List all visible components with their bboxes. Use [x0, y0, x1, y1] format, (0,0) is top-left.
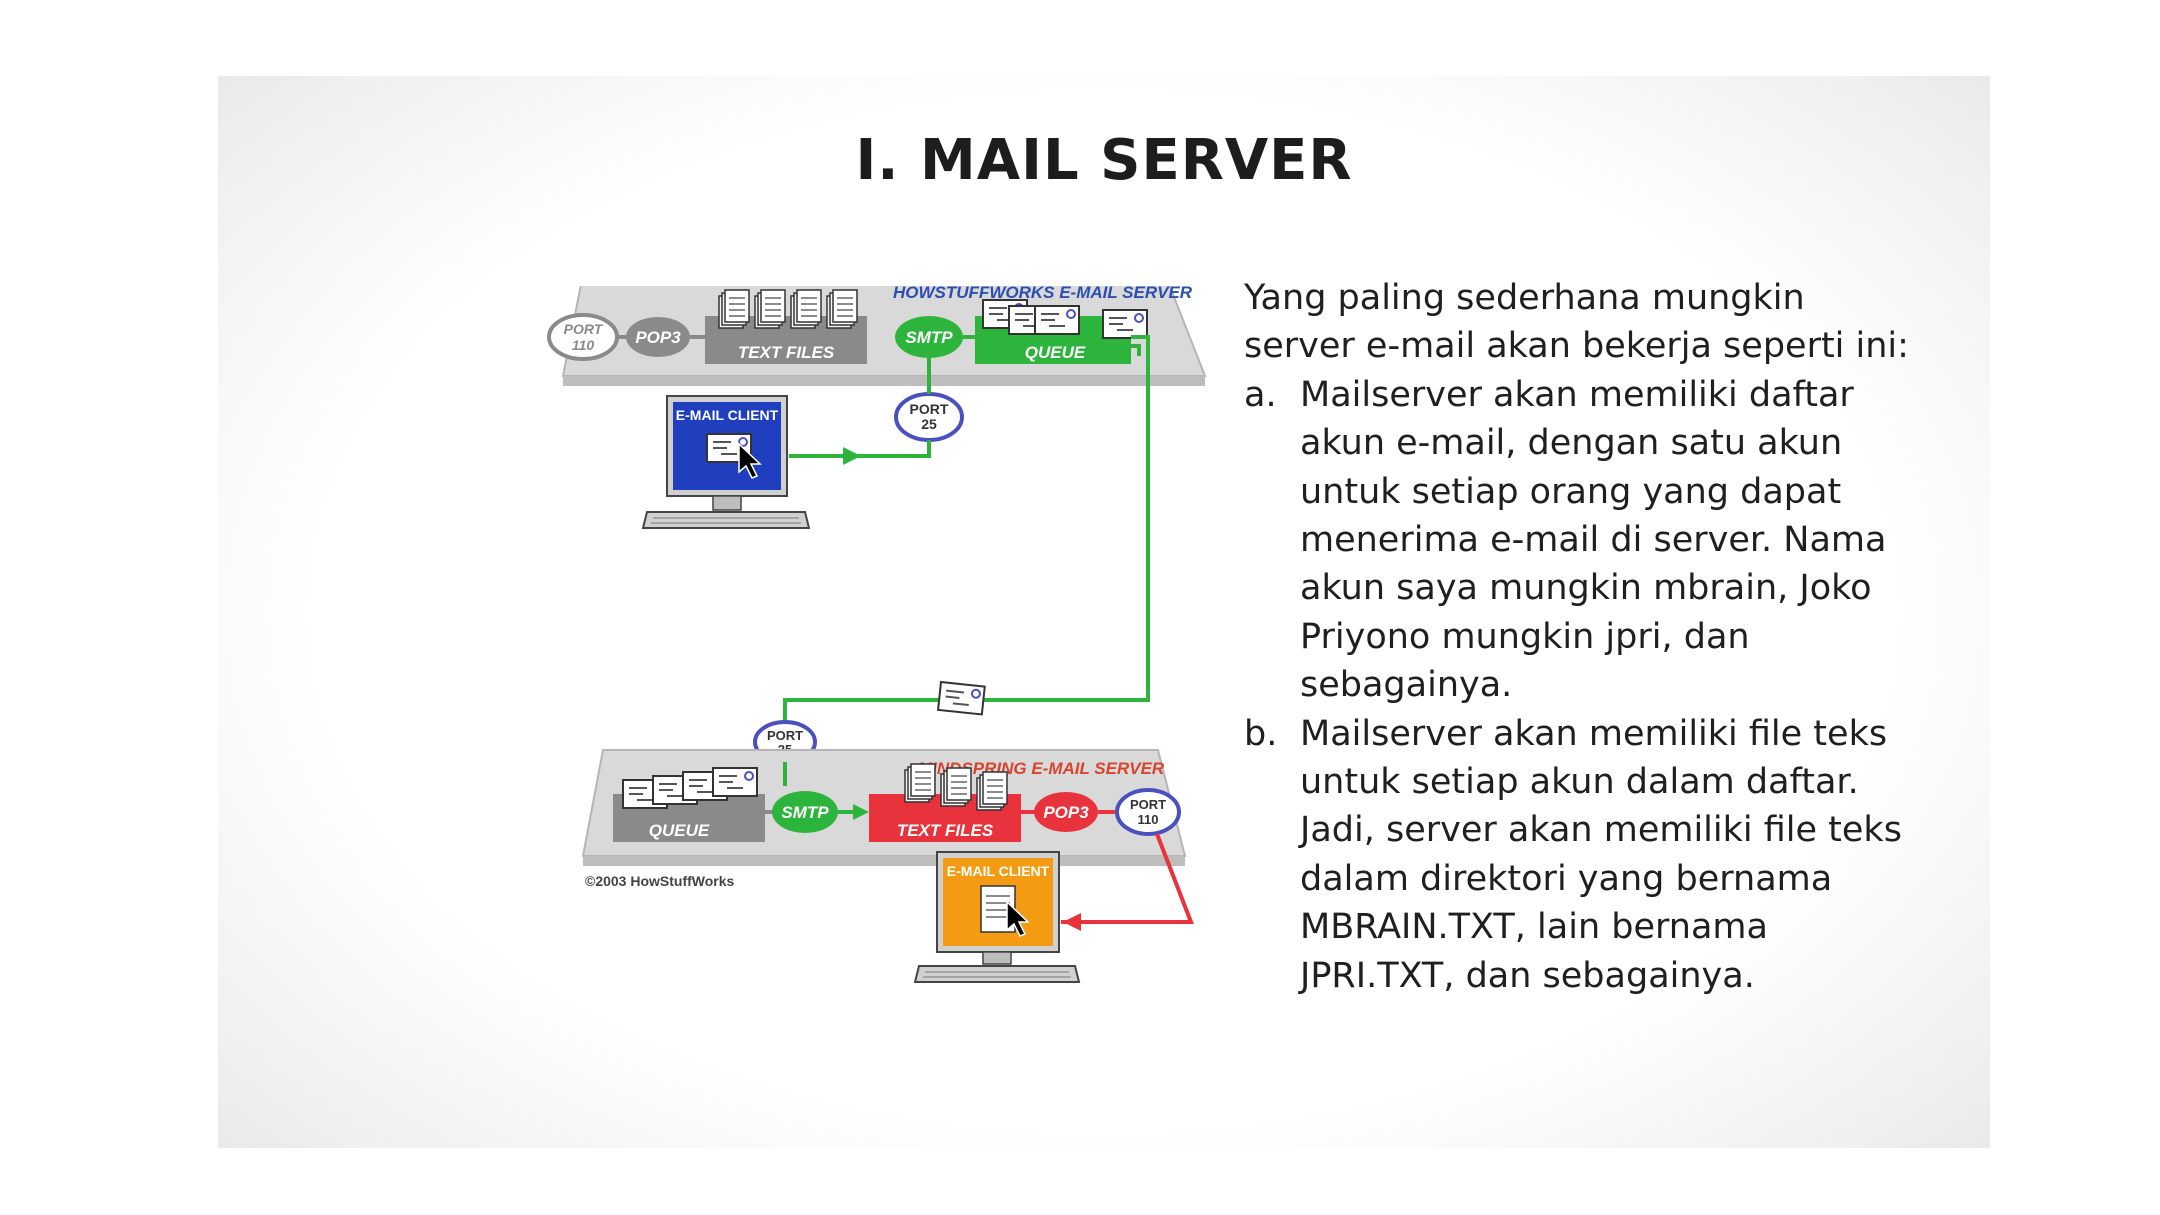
intro-paragraph: Yang paling sederhana mungkin server e-m…: [1244, 278, 1909, 367]
explanation-list: a. Mailserver akan memiliki daftar akun …: [1244, 371, 1924, 1000]
top-text-files: TEXT FILES: [705, 289, 867, 364]
list-item: b. Mailserver akan memiliki file teks un…: [1244, 710, 1924, 1000]
bottom-text-files: TEXT FILES: [869, 763, 1021, 842]
svg-text:SMTP: SMTP: [905, 328, 953, 347]
copyright-text: ©2003 HowStuffWorks: [585, 873, 735, 889]
mail-server-diagram: HOWSTUFFWORKS E-MAIL SERVER PORT 110 POP…: [547, 286, 1207, 983]
bottom-queue: QUEUE: [613, 767, 765, 842]
svg-text:E-MAIL CLIENT: E-MAIL CLIENT: [947, 863, 1050, 879]
list-marker: b.: [1244, 713, 1278, 754]
top-pop3: POP3: [626, 317, 690, 357]
top-smtp: SMTP: [895, 316, 963, 358]
top-port-25: PORT 25: [894, 392, 964, 442]
list-item-text: Mailserver akan memiliki daftar akun e-m…: [1300, 374, 1887, 706]
bottom-pop3: POP3: [1034, 792, 1098, 832]
svg-text:POP3: POP3: [1043, 803, 1089, 822]
svg-text:QUEUE: QUEUE: [649, 821, 710, 840]
svg-text:25: 25: [921, 416, 937, 432]
bottom-server-label: MINDSPRING E-MAIL SERVER: [918, 759, 1165, 778]
svg-text:SMTP: SMTP: [781, 803, 829, 822]
svg-text:PORT: PORT: [910, 401, 949, 417]
slide-title: I. MAIL SERVER: [855, 128, 1353, 193]
svg-text:E-MAIL CLIENT: E-MAIL CLIENT: [676, 407, 779, 423]
top-port-110: PORT 110: [547, 313, 619, 361]
svg-text:PORT: PORT: [1130, 797, 1166, 812]
svg-text:PORT: PORT: [767, 728, 803, 743]
list-item: a. Mailserver akan memiliki daftar akun …: [1244, 371, 1924, 710]
slide-body: Yang paling sederhana mungkin server e-m…: [1244, 274, 1924, 1000]
list-marker: a.: [1244, 374, 1277, 415]
bottom-email-client: E-MAIL CLIENT: [913, 851, 1081, 983]
svg-text:110: 110: [1138, 812, 1159, 827]
bottom-smtp: SMTP: [772, 791, 838, 833]
list-item-text: Mailserver akan memiliki file teks untuk…: [1300, 713, 1902, 996]
slide: I. MAIL SERVER HOWSTUFFWORKS E: [218, 76, 1990, 1148]
top-email-client: E-MAIL CLIENT: [641, 395, 811, 529]
svg-text:PORT: PORT: [564, 321, 604, 337]
svg-text:TEXT FILES: TEXT FILES: [897, 821, 994, 840]
transit-envelope: [937, 681, 986, 716]
svg-text:QUEUE: QUEUE: [1025, 343, 1086, 362]
svg-text:110: 110: [572, 337, 595, 353]
top-queue: QUEUE: [975, 299, 1148, 364]
bottom-port-110: PORT 110: [1115, 788, 1181, 836]
top-server-label: HOWSTUFFWORKS E-MAIL SERVER: [893, 286, 1193, 302]
svg-text:POP3: POP3: [635, 328, 681, 347]
svg-text:TEXT FILES: TEXT FILES: [738, 343, 835, 362]
